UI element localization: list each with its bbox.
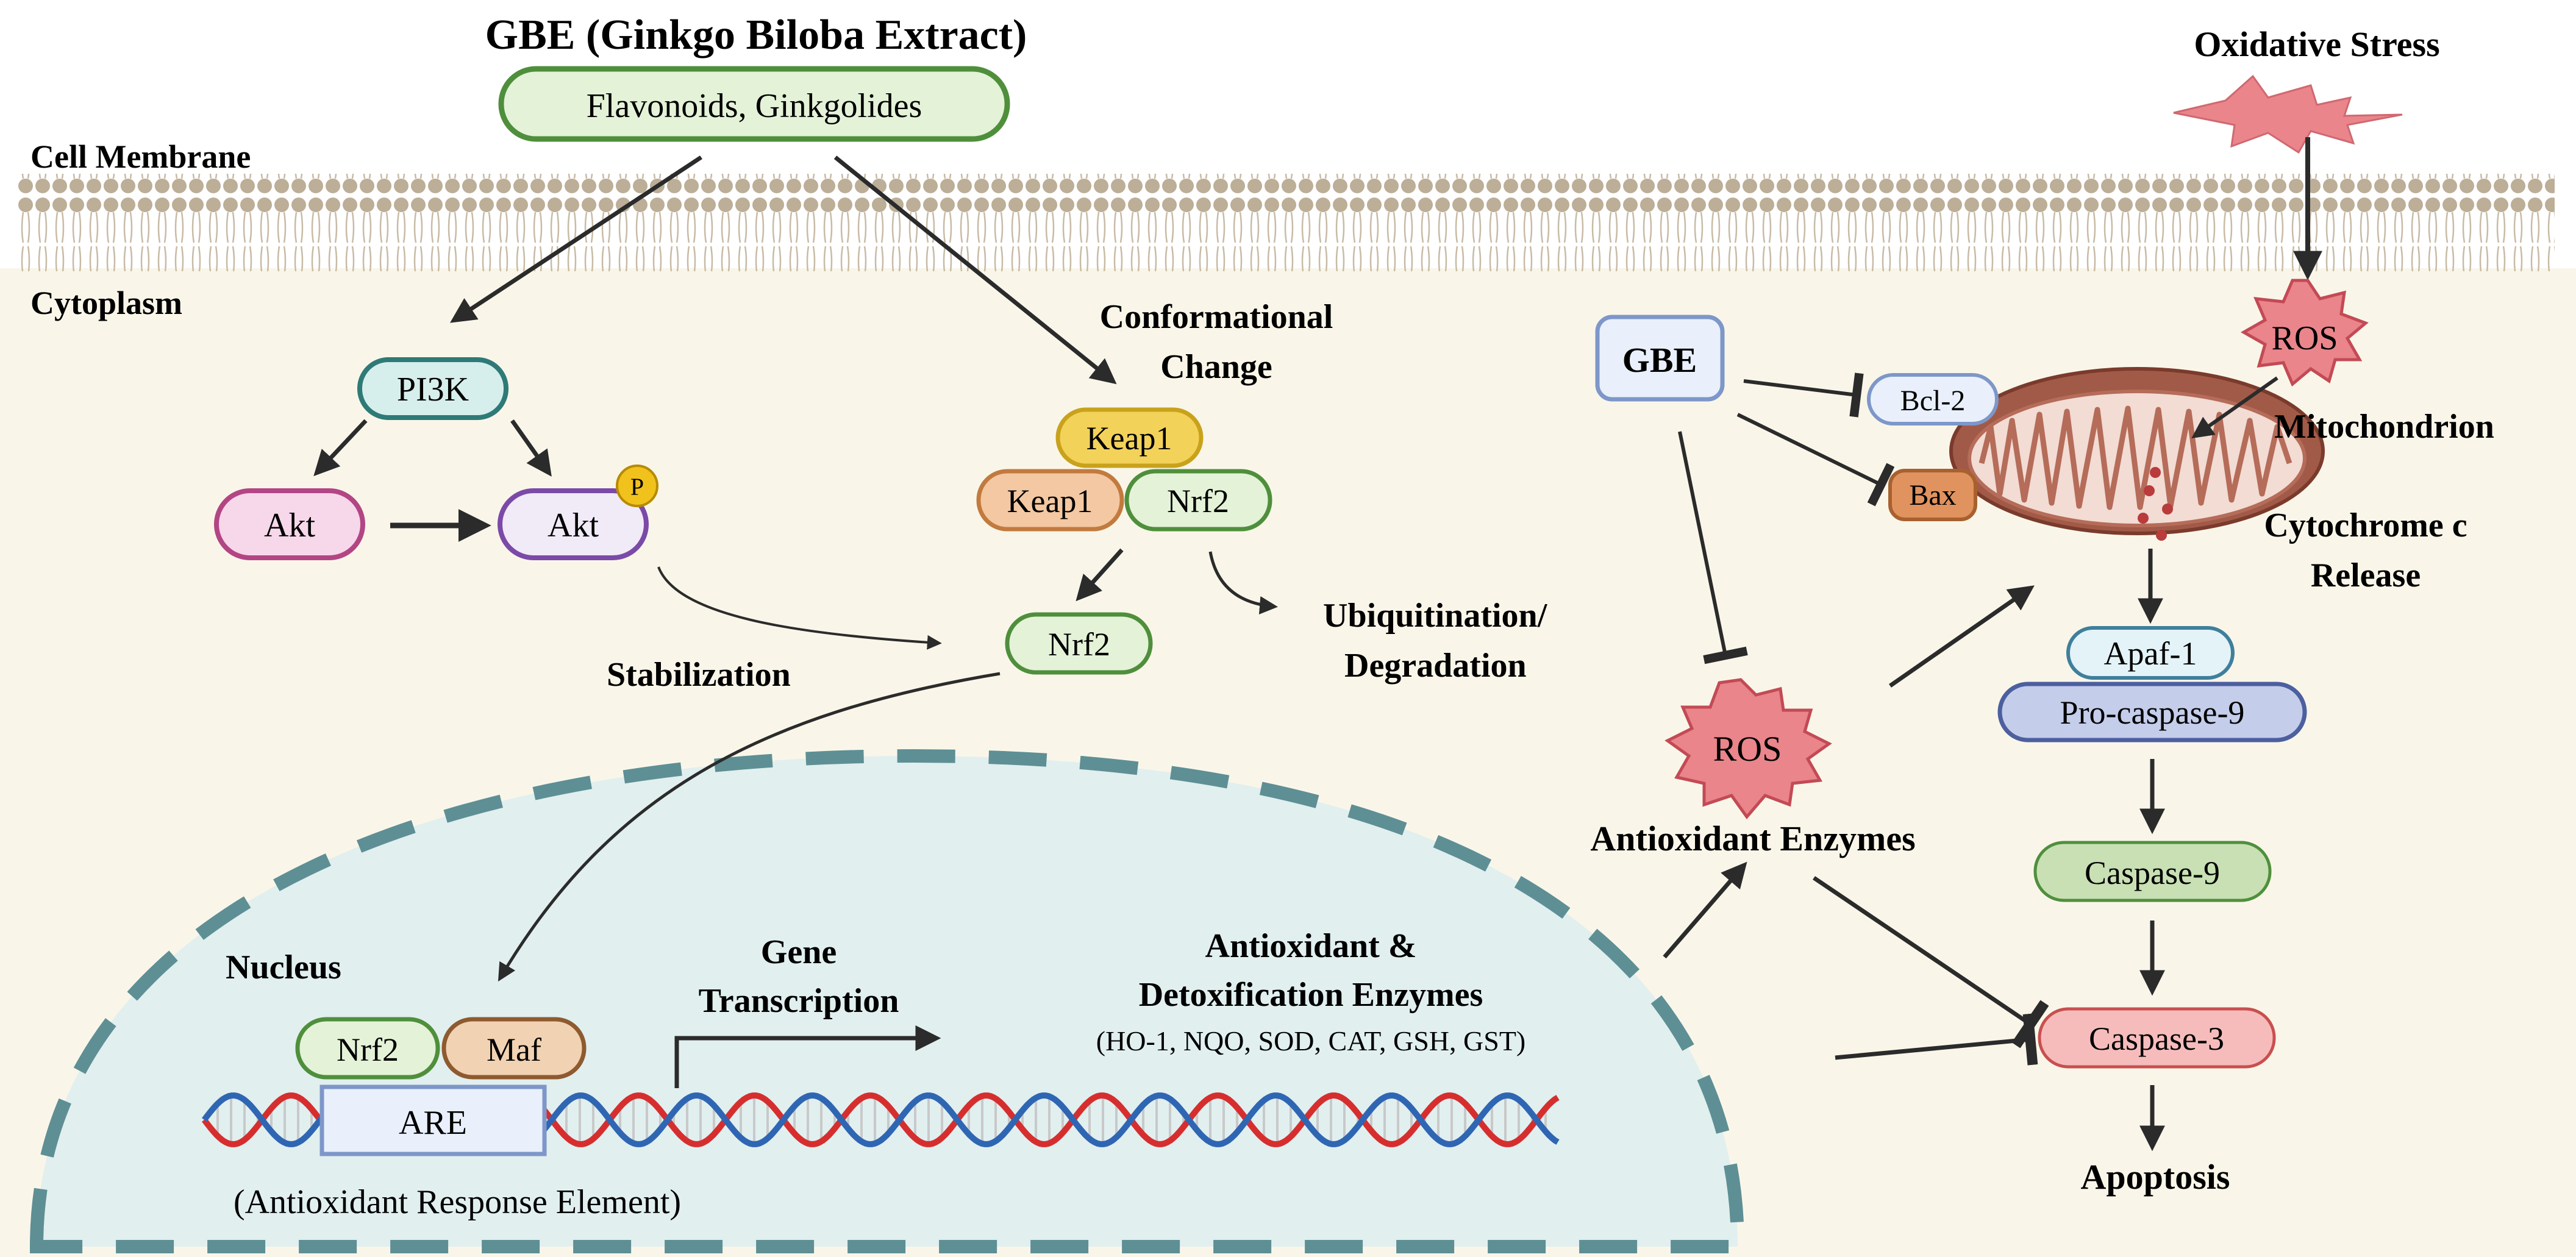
maf-label: Maf xyxy=(487,1031,541,1068)
keap1-node: Keap1 xyxy=(976,469,1124,532)
oxidative-stress-label: Oxidative Stress xyxy=(2194,24,2439,64)
akt-node: Akt xyxy=(214,488,365,560)
akt-p-label: Akt xyxy=(548,507,599,544)
nrf2-free-label: Nrf2 xyxy=(1048,626,1110,663)
pi3k-label: PI3K xyxy=(397,371,469,408)
cell-membrane xyxy=(18,174,2555,271)
bax-node: Bax xyxy=(1888,469,1977,521)
apaf1-node: Apaf-1 xyxy=(2066,626,2235,680)
arrow-pi3k-to-akt xyxy=(313,419,368,477)
akt-phosphorylated-node: Akt xyxy=(498,488,649,560)
inhibit-gbe-ros xyxy=(1678,431,1748,664)
oxidative-stress-burst-icon xyxy=(2173,74,2403,154)
cell-membrane-label: Cell Membrane xyxy=(30,138,251,175)
arrow-flavonoids-to-keap1 xyxy=(833,155,1117,385)
apaf1-label: Apaf-1 xyxy=(2104,635,2197,672)
inhibit-gbe-bax xyxy=(1736,413,1895,507)
inhibit-gbe-bcl2 xyxy=(1743,372,1864,418)
apoptosis-label: Apoptosis xyxy=(2081,1157,2230,1197)
nrf2-free-node: Nrf2 xyxy=(1005,612,1153,675)
cytochrome-c-label-2: Release xyxy=(2311,557,2421,594)
gbe-label: GBE xyxy=(1622,340,1697,380)
diagram-title: GBE (Ginkgo Biloba Extract) xyxy=(485,12,1027,59)
ros-mito-label: ROS xyxy=(2272,319,2338,357)
arrow-enzymes-to-antioxidant xyxy=(1663,861,1747,959)
mitochondrion-label: Mitochondrion xyxy=(2274,408,2494,446)
phosphate-badge: P xyxy=(616,465,658,507)
nrf2-complex-node: Nrf2 xyxy=(1124,469,1272,532)
pi3k-node: PI3K xyxy=(357,357,508,420)
are-node: ARE xyxy=(319,1084,547,1156)
cytoplasm-label: Cytoplasm xyxy=(30,285,182,321)
antioxidant-enzymes-label: Antioxidant Enzymes xyxy=(1590,819,1915,858)
arrow-complex-to-degradation xyxy=(1208,551,1278,614)
cytochrome-c-label-1: Cytochrome c xyxy=(2264,507,2467,544)
maf-node: Maf xyxy=(441,1017,587,1080)
keap1-top-node: Keap1 xyxy=(1055,407,1204,468)
enzymes-label-1: Antioxidant & xyxy=(1205,927,1417,965)
are-full-label: (Antioxidant Response Element) xyxy=(234,1183,681,1221)
caspase9-label: Caspase-9 xyxy=(2085,855,2220,891)
procaspase9-label: Pro-caspase-9 xyxy=(2060,694,2245,731)
cytochrome-c-dots xyxy=(2138,467,2173,541)
gene-transcription-label-1: Gene xyxy=(761,933,837,971)
stabilization-label: Stabilization xyxy=(607,656,791,694)
nrf2-complex-label: Nrf2 xyxy=(1167,483,1229,519)
procaspase9-node: Pro-caspase-9 xyxy=(1997,682,2307,742)
akt-label: Akt xyxy=(264,507,315,544)
nrf2-nucleus-label: Nrf2 xyxy=(337,1031,399,1068)
arrow-pi3k-to-akt-p xyxy=(510,419,552,477)
keap1-label: Keap1 xyxy=(1007,483,1093,519)
enzymes-label-2: Detoxification Enzymes xyxy=(1139,976,1483,1014)
ubiquitination-label-1: Ubiquitination/ xyxy=(1323,597,1548,635)
are-label: ARE xyxy=(399,1104,467,1142)
arrow-complex-to-nrf2 xyxy=(1076,548,1124,602)
caspase9-node: Caspase-9 xyxy=(2033,841,2272,902)
keap1-top-label: Keap1 xyxy=(1086,420,1172,457)
caspase3-label: Caspase-3 xyxy=(2089,1020,2224,1057)
gbe-node: GBE xyxy=(1595,315,1725,402)
ros-mid-label: ROS xyxy=(1713,729,1782,769)
caspase3-node: Caspase-3 xyxy=(2038,1007,2276,1069)
nrf2-nucleus-node: Nrf2 xyxy=(295,1017,440,1080)
ubiquitination-label-2: Degradation xyxy=(1344,647,1527,685)
flavonoids-node: Flavonoids, Ginkgolides xyxy=(498,66,1010,142)
arrow-ros-to-mitochondria xyxy=(1889,585,2035,688)
enzymes-list-label: (HO-1, NQO, SOD, CAT, GSH, GST) xyxy=(1096,1025,1526,1056)
nucleus-label: Nucleus xyxy=(226,949,341,986)
arrow-ros-to-mitochondrion xyxy=(2191,376,2278,439)
conformational-change-label-2: Change xyxy=(1160,348,1272,386)
arrow-nrf2-to-nucleus xyxy=(498,672,1001,982)
phosphate-badge-label: P xyxy=(630,473,644,500)
bax-label: Bax xyxy=(1909,479,1956,511)
gene-transcription-label-2: Transcription xyxy=(699,982,899,1020)
ros-mid-icon: ROS xyxy=(1664,678,1832,820)
arrow-akt-p-to-nrf2 xyxy=(657,566,942,650)
bcl2-label: Bcl-2 xyxy=(1900,385,1966,417)
arrow-flavonoids-to-pi3k xyxy=(449,155,702,323)
bcl2-node: Bcl-2 xyxy=(1867,373,1999,426)
conformational-change-label-1: Conformational xyxy=(1100,298,1333,336)
inhibit-to-casp3-lower xyxy=(1835,1013,2038,1066)
inhibit-antioxidant-casp3 xyxy=(1813,876,2049,1049)
ros-mito-icon: ROS xyxy=(2240,279,2369,387)
arrow-gene-transcription xyxy=(674,1025,941,1088)
flavonoids-label: Flavonoids, Ginkgolides xyxy=(587,87,922,125)
